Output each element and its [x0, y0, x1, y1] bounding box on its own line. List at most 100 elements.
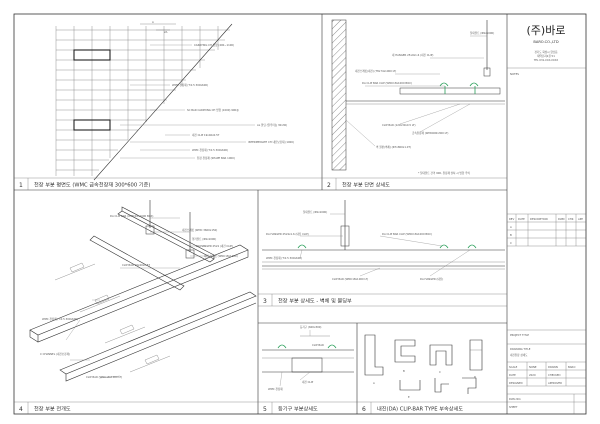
company-name: BARO.CO.,LTD — [533, 40, 558, 44]
panel-5-title: 등기구 부분상세도 — [278, 405, 318, 413]
rev-header-desc: DESCRIPTION — [530, 217, 548, 221]
panel-3-detail: 달대볼트 (Φ9x1000) DA HANGER 25x9x1.6 (내진 CL… — [258, 200, 507, 307]
iso-ann-7: WMC 천장재 (T:0.5 300x600) — [42, 317, 78, 321]
plan-tile-highlight-top — [73, 49, 111, 61]
section-clip-2 — [469, 82, 479, 94]
detail3-ann-2: DA HANGER 25x9x1.6 (내진 CLIP) — [266, 232, 309, 236]
plan-ann-3: SC BAR CARRYING CH 방향 (1000) 900@ — [187, 108, 239, 112]
plan-ann-1: CARRYING CH 방향 (400~1100) — [194, 43, 234, 47]
notes-label: NOTES — [510, 72, 519, 76]
panel-4-isometric: DA CLIP BAR (WMC18x1000 BOX) 내진브래킷 (WMC … — [14, 200, 258, 414]
detail5-ann-3: 내진 CLIP — [302, 380, 314, 384]
plan-ann-6: INTERMEDIATE CH 내진보강재 (1000) — [248, 140, 294, 144]
part-a-shape — [364, 334, 384, 376]
panel-6-number: 6 — [362, 406, 366, 413]
part-e-shape — [399, 380, 421, 391]
rev-header-dwn: DWN — [558, 217, 565, 221]
rev-row-a: A — [510, 225, 512, 229]
iso-ann-6: CLIP BAR 19x40x0.5T — [122, 263, 150, 267]
section-ann-1: 달대볼트 (Φ9x1000) — [470, 31, 494, 35]
panel-5-light-detail: 등기구 (600x300) CLIP BAR 내진 CLIP WMC 천장재 5… — [258, 325, 357, 414]
sheet-label: SHEET — [509, 405, 518, 409]
panel-1-plan: A 2A CARRYING CH 방향 (400~1100) WMC 천장재 (… — [14, 20, 322, 190]
detail5-ann-2: CLIP BAR — [312, 343, 324, 347]
rev-row-b: B — [510, 233, 512, 237]
meta-scale-value: NONE — [529, 365, 537, 369]
iso-ann-3: 행거볼트 (Φ9x1000) — [192, 237, 216, 241]
panel-4-title: 천장 부분 전개도 — [34, 405, 71, 413]
iso-ann-9: CLIP BAR (WMC18x1000 LT) — [86, 375, 122, 379]
section-channel — [399, 87, 501, 95]
section-ann-2: 내 HANGER 25x9x1.6 (내진 CLIP) — [392, 53, 433, 57]
panel-4-number: 4 — [19, 406, 23, 413]
rev-header-app: APP — [578, 217, 583, 221]
rev-header-rev: REV — [509, 217, 514, 221]
detail5-ann-4: WMC 천장재 — [268, 387, 283, 391]
rev-header-chk: CHK — [568, 217, 574, 221]
plan-tile-highlight-bottom — [73, 119, 111, 131]
project-title-label: PROJECT TITLE — [510, 333, 529, 337]
detail3-ann-1: 달대볼트 (Φ9x1000) — [303, 210, 327, 214]
meta-approved-label: APPROVED — [548, 381, 562, 385]
part-d-shape — [469, 339, 483, 371]
drawing-title-label: DRAWING TITLE — [510, 347, 531, 351]
panel-6-title: 내진(DA) CLIP-BAR TYPE 부속상세도 — [377, 405, 463, 413]
detail5-light-box — [291, 357, 323, 373]
meta-checked-label: CHECKED — [548, 373, 561, 377]
meta-date-value: 2020 — [529, 373, 536, 377]
part-c-shape — [429, 344, 453, 366]
detail3-ann-5: CLIP BAR (WMC18x1000 LT) — [332, 277, 368, 281]
iso-cross-channel — [89, 206, 215, 291]
plan-ann-4: AL 몰딩 (알루미늄 30x30) — [257, 123, 287, 127]
detail5-ann-1: 등기구 (600x300) — [300, 325, 321, 329]
plan-dim-2a: 2A — [164, 30, 168, 34]
iso-ann-5: 내진 브라켓 (WMC18x1000) — [204, 254, 238, 258]
panel-2-title: 천장 부분 단면 상세도 — [342, 181, 390, 189]
drawing-title: 내진천장 상세도 — [510, 353, 528, 357]
part-d-label: D — [474, 375, 476, 379]
plan-ann-8: 천장 천정재 (SHAPE BAR 1000) — [197, 156, 235, 160]
panel-3-number: 3 — [263, 298, 267, 305]
meta-date-label: DATE — [509, 373, 516, 377]
section-note: * 달대볼트 간격 900, 천장재 설치 시 방향 주의 — [418, 171, 470, 175]
meta-scale-label: SCALE — [509, 365, 518, 369]
part-b-label: B — [403, 369, 405, 373]
company-address-3: TEL 031-XXX-XXXX — [534, 58, 559, 62]
section-ann-5: CLIP BAR (120x30x0.5 LT) — [382, 123, 416, 127]
panel-1-title: 천장 부분 평면도 (WMC 금속천장재 300*600 기준) — [34, 181, 150, 189]
meta-drawn-value: BARO — [568, 365, 575, 369]
panel-2-section: 달대볼트 (Φ9x1000) 내 HANGER 25x9x1.6 (내진 CLI… — [322, 19, 507, 190]
plan-break-line — [93, 23, 233, 181]
detail3-ann-3: DA CLIP BAR CLIP (WMC18x1000 BOX) — [382, 232, 432, 236]
panel-1-number: 1 — [19, 182, 23, 189]
plan-dim-a: A — [152, 20, 154, 24]
detail3-ann-4: WMC 천장재 (T:0.5 300x600) — [266, 256, 302, 260]
iso-ann-4: DA HANGER 25x9 (내진 CLIP) — [196, 244, 233, 248]
iso-ann-8: C CHANNEL (내진보강재) — [40, 352, 70, 356]
sheet-border — [13, 13, 587, 415]
section-ann-3: 내진브래킷(내진) (T8x74x1000 LT) — [355, 69, 396, 73]
dwg-no-label: DWG NO. — [509, 397, 521, 401]
detail5-clips — [277, 344, 337, 349]
section-wall — [331, 19, 347, 171]
company-logo: (주)바로 — [527, 24, 566, 37]
part-c-label: C — [439, 370, 441, 374]
plan-ann-5: 내진 CLIP 19x40x0.5T — [192, 133, 220, 137]
meta-designed-label: DESIGNED — [509, 381, 523, 385]
iso-main-beams — [29, 244, 257, 382]
revision-table — [507, 213, 586, 247]
iso-ann-1: DA CLIP BAR (WMC18x1000 BOX) — [110, 214, 153, 218]
meta-table — [507, 361, 586, 387]
detail3-ann-6: DA HANGER (내진) — [420, 277, 443, 281]
section-ann-6: 금속천장재 (WMC600x300 LT) — [412, 131, 448, 135]
panel-3-title: 천장 부분 상세도 - 벽체 및 몰딩부 — [278, 297, 352, 305]
section-ann-4: DA CLIP BAR CLIP (WMC18x1000 BOX) — [362, 81, 412, 85]
rev-header-date: DATE — [518, 217, 525, 221]
meta-drawn-label: DRAWN — [548, 365, 558, 369]
part-a-label: A — [373, 381, 375, 385]
plan-grid — [55, 26, 230, 176]
part-b-shape — [394, 339, 416, 363]
section-clip-1 — [439, 82, 449, 94]
detail3-clips — [297, 244, 477, 249]
iso-ann-2: 내진브래킷 (WMC 3600x150) — [182, 228, 217, 232]
